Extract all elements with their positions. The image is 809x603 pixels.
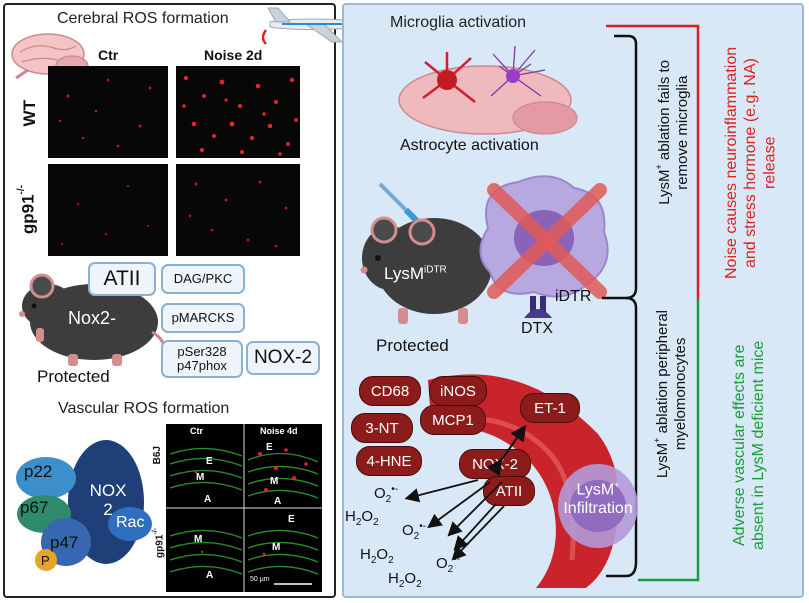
pill-atii: ATII (483, 476, 535, 506)
dtx-label: DTX (521, 320, 553, 337)
vasc-e-label-1: E (266, 442, 273, 453)
nox2-box: NOX-2 (246, 341, 320, 375)
ros-o2-2: O2•- (402, 521, 427, 542)
bracket-top-text: LysM+ ablation fails to remove microglia (654, 60, 691, 205)
col-noise-label: Noise 2d (204, 47, 263, 63)
atii-box: ATII (88, 262, 156, 296)
pill-4hne: 4-HNE (356, 446, 422, 476)
microglia-activation-title: Microglia activation (390, 14, 527, 31)
row-gp91-label: gp91-/- (16, 185, 38, 235)
lysm-mouse-illustration (360, 182, 512, 324)
green-conclusion-text: Adverse vascular effects are absent in L… (731, 340, 768, 550)
p67-label: p67 (20, 498, 49, 517)
ros-o2-3: O2•- (436, 554, 461, 575)
pill-et1: ET-1 (520, 393, 580, 423)
ros-o2-1: O2•- (374, 484, 399, 505)
row-wt-label: WT (20, 100, 39, 127)
vasc-a-label-2: A (274, 496, 282, 507)
vasc-m-label-1: M (196, 472, 205, 483)
lysm-infiltration-label: LysM+ Infiltration (563, 480, 633, 517)
rac-label: Rac (116, 514, 145, 531)
pill-3nt: 3-NT (351, 413, 413, 443)
micrograph-wt-ctr (48, 66, 168, 158)
vasc-e-label-2: E (206, 456, 213, 467)
vasc-m-label-3: M (194, 534, 203, 545)
red-conclusion-text: Noise causes neuroinflammation and stres… (723, 46, 779, 280)
crossed-microglia-illustration (479, 175, 609, 318)
vasc-a-label-3: A (206, 570, 214, 581)
cerebral-ros-title: Cerebral ROS formation (57, 10, 229, 27)
ros-arrows (404, 424, 527, 561)
dag-pkc-box: DAG/PKC (161, 264, 245, 294)
bracket-lines (602, 24, 700, 582)
vasc-m-label-2: M (270, 476, 279, 487)
lysm-mouse-label: LysMiDTR (384, 264, 447, 283)
p47-label: p47 (50, 533, 79, 552)
right-protected-label: Protected (376, 336, 449, 355)
phospho-label: P (41, 553, 50, 568)
left-protected-label: Protected (37, 367, 110, 386)
vasc-m-label-4: M (272, 542, 281, 553)
nox2-mouse-label: Nox2- (68, 308, 117, 328)
ros-h2o2-3: H2O2 (388, 570, 422, 590)
ros-h2o2-1: H2O2 (345, 508, 379, 528)
pill-mcp1: MCP1 (420, 405, 486, 435)
vasc-e-label-3: E (288, 514, 295, 525)
bracket-bottom-text: LysM+ ablation peripheral myelomonocytes (652, 310, 689, 479)
vasc-a-label-1: A (204, 494, 212, 505)
vasc-col-ctr-label: Ctr (190, 426, 203, 436)
pill-cd68: CD68 (359, 376, 421, 406)
vasc-row-b6j-label: B6J (152, 446, 163, 465)
vascular-micrograph-grid: Ctr Noise 4d 50 µm E E M M A A E M M A (166, 424, 322, 592)
scale-bar-label: 50 µm (250, 576, 270, 583)
nox2-complex-illustration (16, 440, 152, 571)
micrograph-gp91-ctr (48, 164, 168, 256)
glia-brain-illustration (398, 45, 578, 135)
vasc-col-noise-label: Noise 4d (260, 426, 298, 436)
astrocyte-activation-label: Astrocyte activation (400, 137, 539, 154)
pmarcks-box: pMARCKS (161, 303, 245, 333)
idtr-label: iDTR (555, 288, 592, 305)
micrograph-wt-noise (176, 66, 300, 158)
micrograph-gp91-noise (176, 164, 300, 256)
pill-inos: iNOS (429, 376, 487, 406)
p22-label: p22 (24, 462, 53, 481)
col-ctr-label: Ctr (98, 47, 119, 63)
vascular-micrograph-image (166, 424, 322, 592)
vasc-row-gp91-label: gp91-/- (152, 528, 166, 558)
vascular-ros-title: Vascular ROS formation (58, 400, 230, 417)
ros-h2o2-2: H2O2 (360, 546, 394, 566)
mouse-illustration-nox2 (19, 273, 166, 366)
